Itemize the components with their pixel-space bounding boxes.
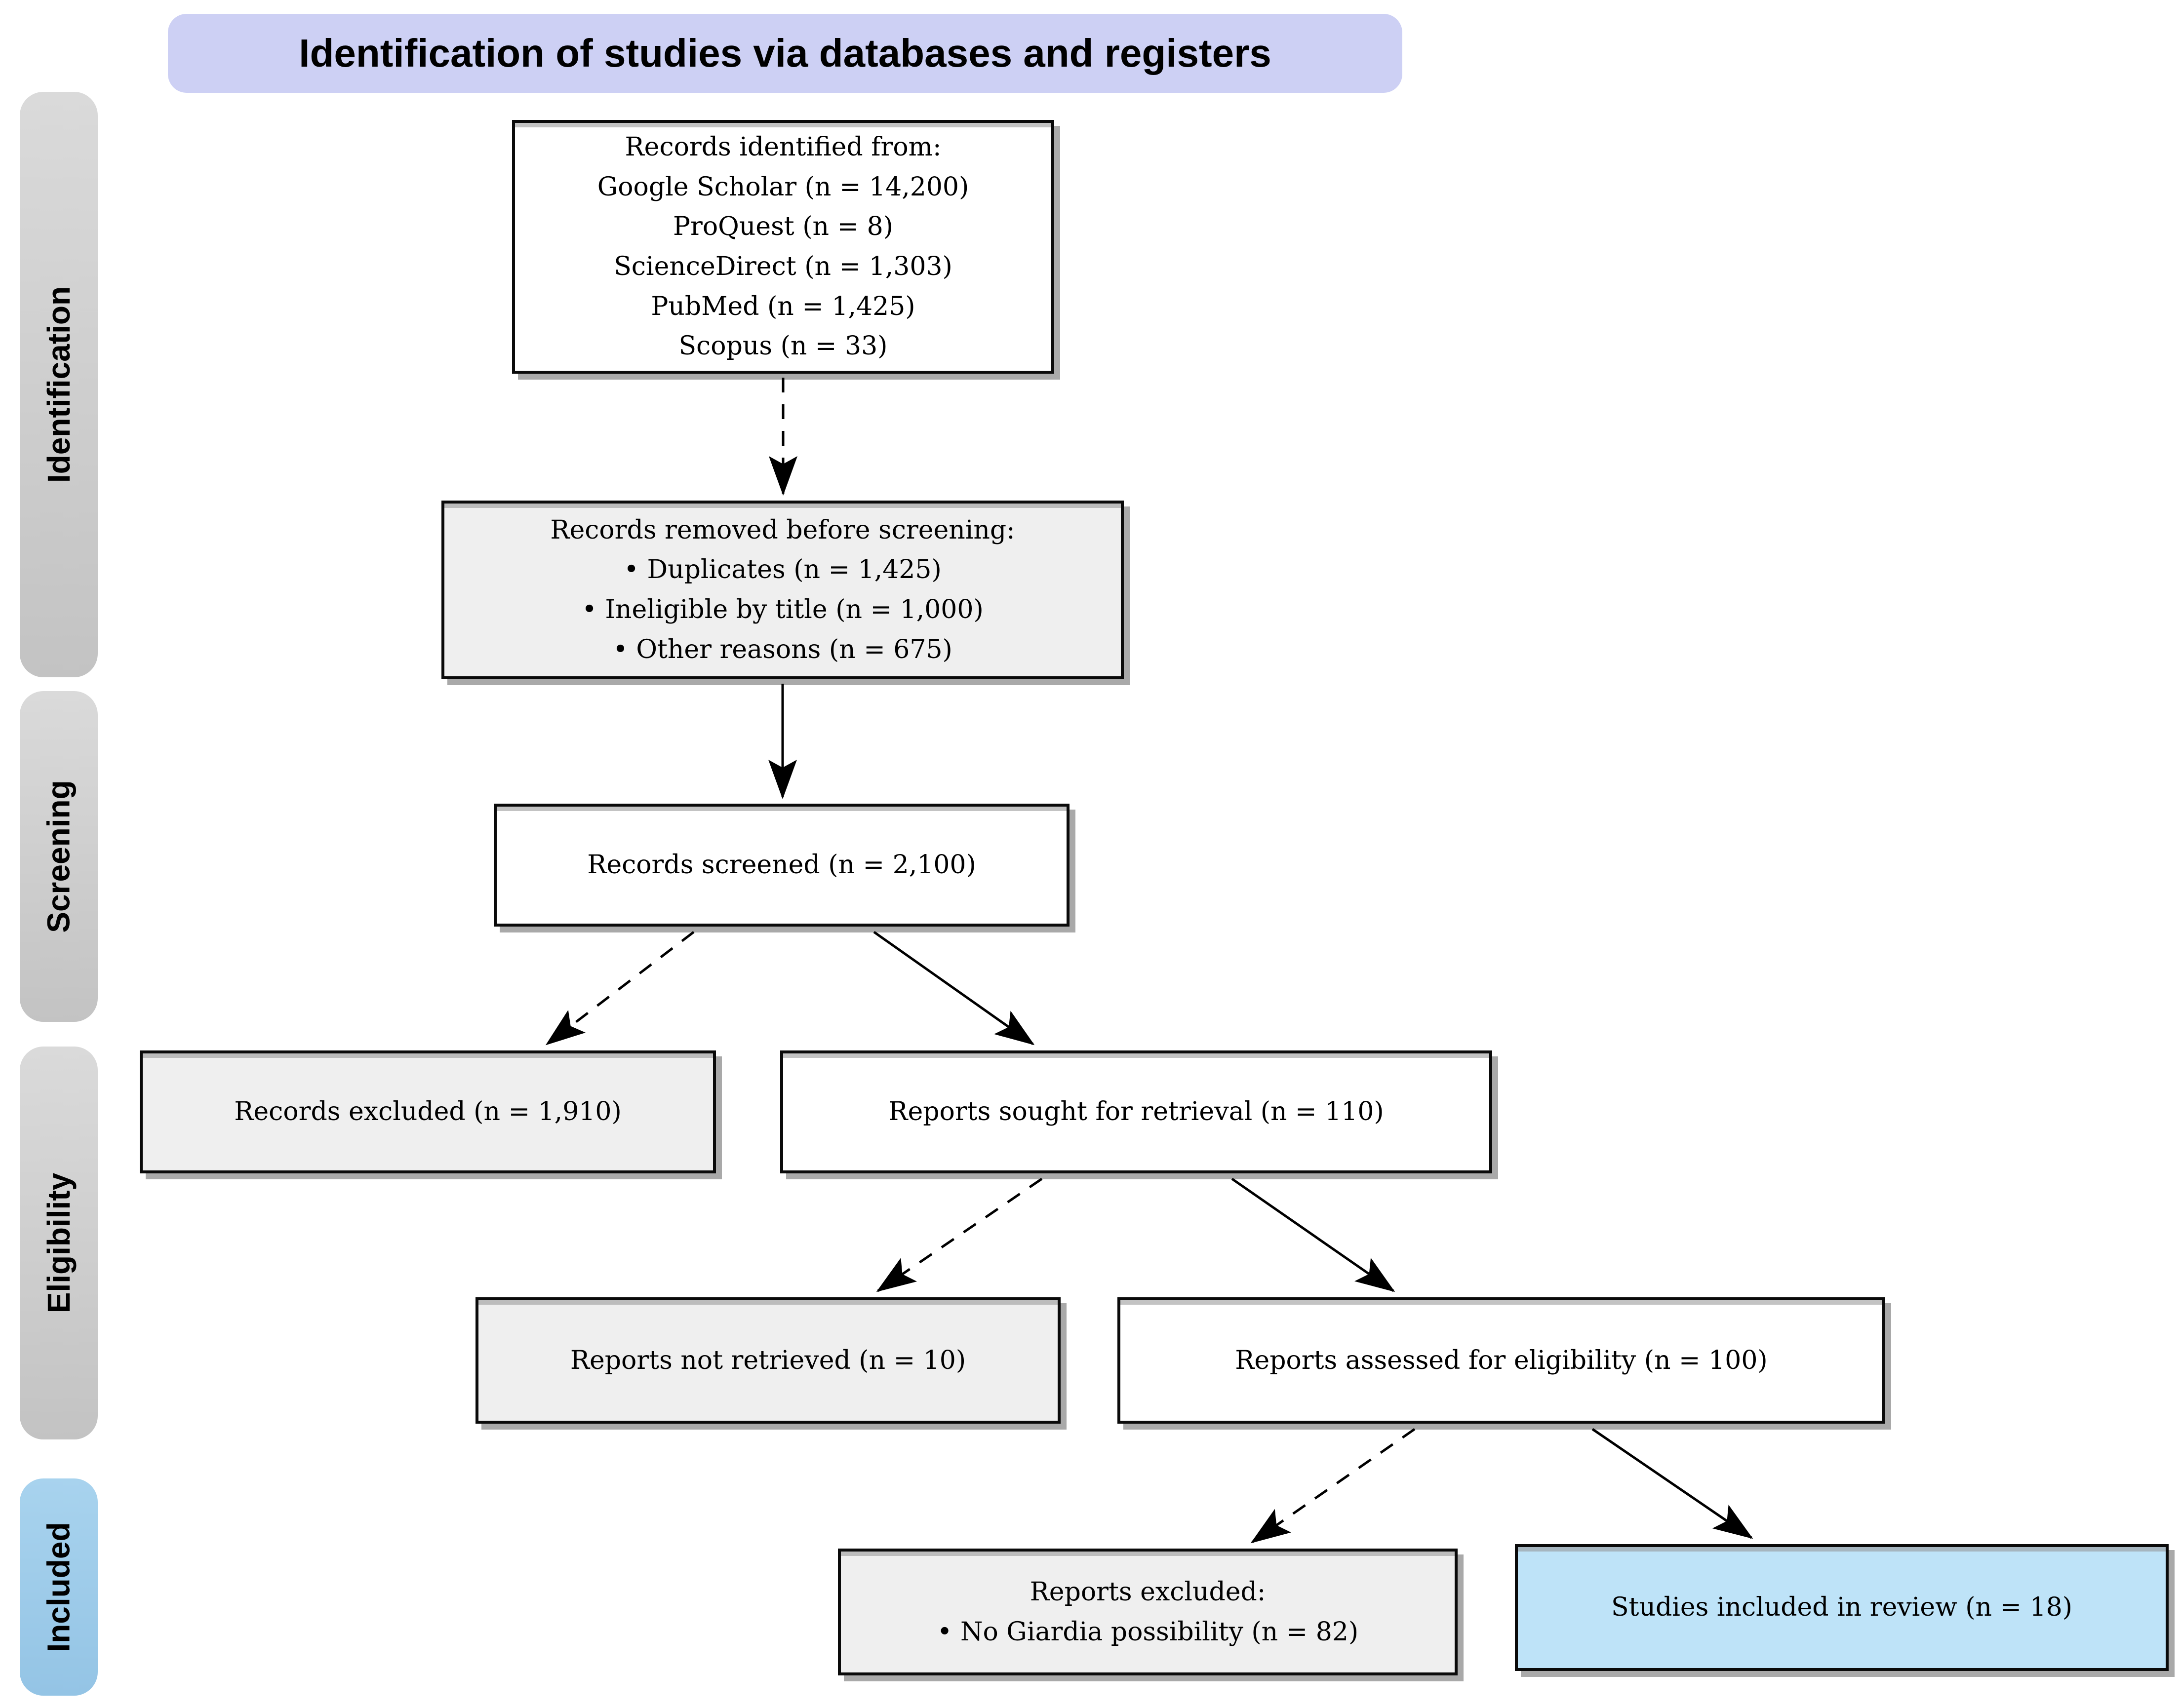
box-records-screened: Records screened (n = 2,100): [494, 804, 1070, 927]
box-reports-assessed: Reports assessed for eligibility (n = 10…: [1117, 1297, 1885, 1424]
box-reports-not-retrieved-text: Reports not retrieved (n = 10): [570, 1345, 966, 1375]
box-reports-not-retrieved: Reports not retrieved (n = 10): [476, 1297, 1061, 1424]
stage-label-screening: Screening: [41, 780, 77, 933]
box-records-screened-text: Records screened (n = 2,100): [587, 850, 976, 880]
stage-band-eligibility: Eligibility: [20, 1047, 98, 1439]
arrow-screened-to-excluded: [545, 931, 695, 1046]
box-reports-sought: Reports sought for retrieval (n = 110): [780, 1050, 1492, 1173]
box-records-removed: Records removed before screening:• Dupli…: [441, 501, 1124, 679]
box-records-excluded: Records excluded (n = 1,910): [140, 1050, 716, 1173]
arrow-assessed-to-included: [1591, 1428, 1753, 1539]
stage-band-screening: Screening: [20, 691, 98, 1022]
box-reports-assessed-text: Reports assessed for eligibility (n = 10…: [1235, 1345, 1768, 1375]
stage-label-eligibility: Eligibility: [41, 1172, 77, 1314]
arrow-sought-to-not-retrieved: [876, 1177, 1043, 1292]
diagram-title-banner: Identification of studies via databases …: [168, 14, 1402, 93]
box-records-identified: Records identified from:Google Scholar (…: [512, 120, 1054, 374]
arrow-screened-to-sought: [873, 931, 1035, 1046]
box-records-excluded-text: Records excluded (n = 1,910): [234, 1097, 622, 1127]
arrow-sought-to-assessed: [1231, 1177, 1395, 1292]
box-studies-included-text: Studies included in review (n = 18): [1611, 1592, 2073, 1623]
stage-label-included: Included: [41, 1522, 77, 1652]
box-studies-included: Studies included in review (n = 18): [1515, 1544, 2169, 1671]
diagram-title: Identification of studies via databases …: [299, 31, 1271, 75]
box-reports-excluded: Reports excluded:• No Giardia possibilit…: [838, 1549, 1458, 1675]
stage-label-identification: Identification: [41, 286, 77, 483]
stage-band-identification: Identification: [20, 92, 98, 677]
arrow-assessed-to-reports-excluded: [1250, 1428, 1416, 1544]
box-reports-sought-text: Reports sought for retrieval (n = 110): [888, 1097, 1384, 1127]
stage-band-included: Included: [20, 1478, 98, 1696]
